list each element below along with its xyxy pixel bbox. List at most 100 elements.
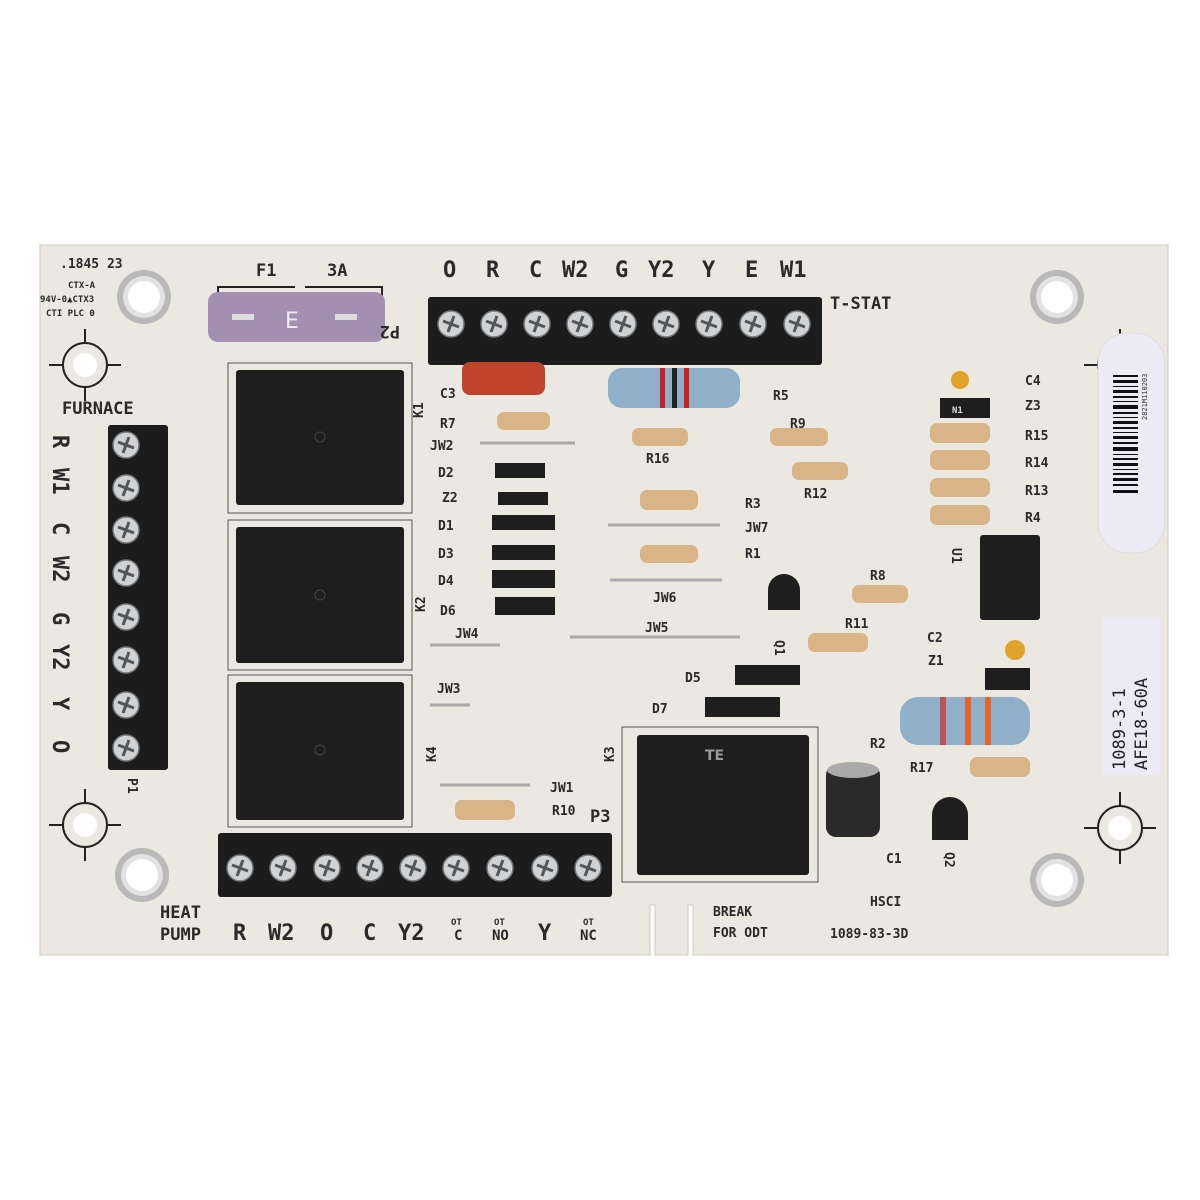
svg-text:W2: W2 [562, 258, 589, 283]
svg-text:R: R [47, 435, 72, 449]
svg-text:JW3: JW3 [437, 682, 460, 697]
svg-text:Y: Y [702, 258, 716, 283]
capacitor-c2 [1005, 640, 1025, 660]
svg-text:O: O [47, 740, 72, 753]
barcode-sticker: 2821M110203 [1097, 332, 1166, 554]
resistor-r7 [497, 412, 550, 430]
svg-text:R5: R5 [773, 389, 789, 404]
p2-label: P2 [380, 321, 400, 341]
ul-mark: 94V-0▲CTX3 [40, 295, 94, 305]
svg-text:NC: NC [580, 928, 597, 944]
svg-text:R15: R15 [1025, 429, 1048, 444]
svg-text:N1: N1 [952, 406, 963, 416]
svg-text:E: E [745, 258, 758, 283]
heat-pump-title: PUMP [160, 925, 201, 945]
fuse-marking: E [285, 309, 299, 334]
p3-label: P3 [590, 807, 610, 827]
svg-text:D5: D5 [685, 671, 701, 686]
svg-text:R14: R14 [1025, 456, 1049, 471]
svg-text:R9: R9 [790, 417, 806, 432]
svg-text:O: O [443, 258, 456, 283]
components [430, 362, 1040, 840]
resistor-r3 [640, 490, 698, 510]
terminal-screw [565, 309, 595, 339]
relay-k2 [227, 519, 413, 671]
svg-text:JW2: JW2 [430, 439, 453, 454]
svg-text:Z3: Z3 [1025, 399, 1041, 414]
furnace-terminal-labels: R W1 C W2 G Y2 Y O [47, 435, 72, 753]
part-label: AFE18-60A [1132, 678, 1152, 770]
break-label: FOR ODT [713, 926, 768, 941]
svg-text:Y: Y [538, 921, 552, 946]
part-label: 1089-3-1 [1110, 688, 1130, 770]
terminal-screw [651, 309, 681, 339]
svg-text:D1: D1 [438, 519, 454, 534]
fuse-ref: F1 [256, 261, 276, 281]
zener-z2 [498, 492, 548, 505]
resistor-r15 [930, 423, 990, 443]
svg-text:C: C [47, 522, 72, 535]
ul-mark: CTI PLC 0 [46, 309, 95, 319]
svg-text:Q1: Q1 [771, 640, 786, 656]
resistor-r17 [970, 757, 1030, 777]
svg-text:R16: R16 [646, 452, 670, 467]
svg-text:Y2: Y2 [648, 258, 675, 283]
maker-label: HSCI [870, 895, 901, 910]
svg-text:C: C [363, 921, 376, 946]
svg-text:Y: Y [47, 697, 72, 711]
svg-text:R2: R2 [870, 737, 886, 752]
date-code: .1845 23 [60, 257, 123, 272]
transistor-q2 [932, 797, 968, 840]
terminal-screw [782, 309, 812, 339]
diode-d6 [495, 597, 555, 615]
svg-text:JW1: JW1 [550, 781, 574, 796]
svg-text:W2: W2 [47, 556, 72, 583]
tstat-terminal-block [428, 297, 822, 365]
svg-text:OT: OT [451, 918, 462, 928]
svg-text:Z1: Z1 [928, 654, 944, 669]
svg-text:JW4: JW4 [455, 627, 479, 642]
diode-d1 [492, 515, 555, 530]
svg-text:R: R [233, 921, 247, 946]
terminal-screw [479, 309, 509, 339]
diode-d5 [735, 665, 800, 685]
resistor-r16 [632, 428, 688, 446]
relay-k1 [227, 362, 413, 514]
k3-label: K3 [603, 746, 618, 762]
svg-text:D6: D6 [440, 604, 456, 619]
mounting-hole [1030, 270, 1084, 324]
p1-label: P1 [124, 778, 139, 794]
terminal-screw [522, 309, 552, 339]
resistor-r14 [930, 450, 990, 470]
capacitor-c3 [462, 362, 545, 395]
barcode-number: 2821M110203 [1141, 374, 1149, 420]
resistor-r10 [455, 800, 515, 820]
terminal-screw [738, 309, 768, 339]
svg-text:C3: C3 [440, 387, 456, 402]
svg-text:NO: NO [492, 928, 509, 944]
svg-text:R: R [486, 258, 500, 283]
svg-text:O: O [320, 921, 333, 946]
svg-text:C: C [454, 928, 462, 944]
relay-brand: TE [705, 748, 724, 764]
svg-text:G: G [615, 258, 628, 283]
terminal-screw [694, 309, 724, 339]
svg-text:R17: R17 [910, 761, 933, 776]
svg-text:C2: C2 [927, 631, 943, 646]
svg-text:D4: D4 [438, 574, 454, 589]
ic-u1 [980, 535, 1040, 620]
capacitor-c1 [826, 765, 880, 837]
svg-text:C1: C1 [886, 852, 902, 867]
tstat-terminal-labels: O R C W2 G Y2 Y E W1 [443, 258, 807, 283]
resistor-r8 [852, 585, 908, 603]
relay-k4 [227, 674, 413, 828]
svg-text:R13: R13 [1025, 484, 1048, 499]
diode-d7 [705, 697, 780, 717]
svg-text:R1: R1 [745, 547, 761, 562]
svg-text:C: C [529, 258, 542, 283]
svg-text:JW6: JW6 [653, 591, 677, 606]
mounting-hole [117, 270, 171, 324]
diode-d2 [495, 463, 545, 478]
svg-text:D2: D2 [438, 466, 454, 481]
